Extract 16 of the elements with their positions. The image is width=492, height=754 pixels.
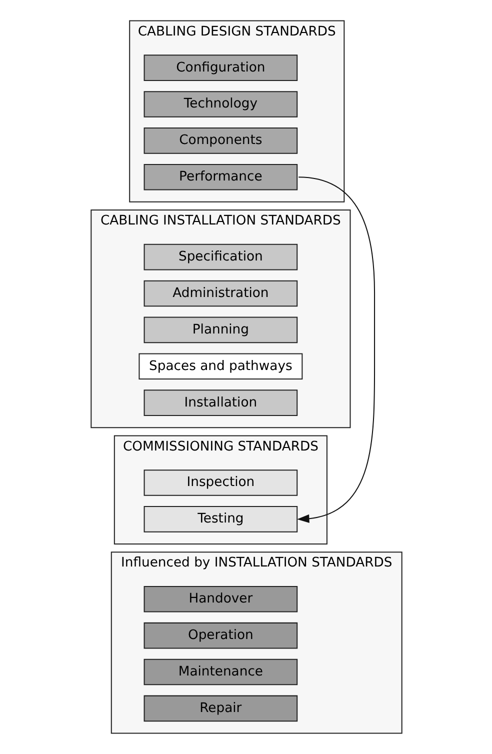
node-box: Components: [143, 128, 298, 154]
node-box: Configuration: [143, 54, 298, 81]
node-box: Performance: [143, 164, 298, 190]
node-box: Maintenance: [143, 658, 298, 686]
arrow: [296, 176, 375, 523]
node-box: Operation: [143, 622, 298, 649]
node-box: Technology: [143, 91, 298, 118]
node-box: Inspection: [143, 470, 298, 496]
node-box: Repair: [143, 695, 298, 722]
node-box: Handover: [143, 586, 298, 612]
node-box: Specification: [143, 244, 298, 270]
node-box: Installation: [143, 390, 298, 416]
node-box: Administration: [143, 280, 298, 307]
node-box: Planning: [143, 316, 298, 344]
node-box: Testing: [143, 506, 298, 532]
node-box: Spaces and pathways: [138, 353, 302, 380]
